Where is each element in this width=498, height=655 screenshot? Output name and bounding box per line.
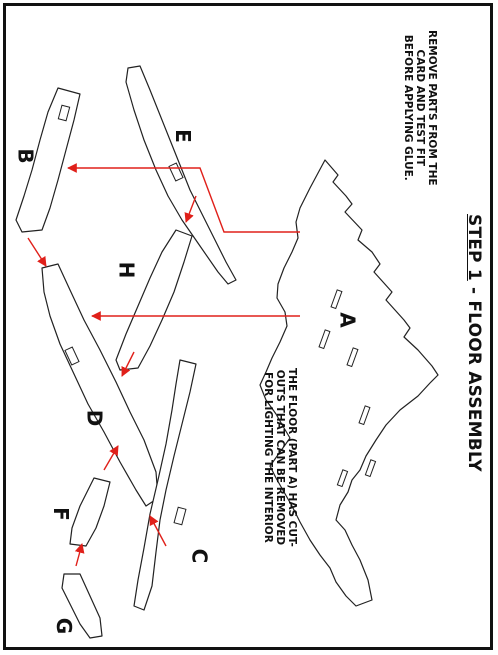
- note-top-line-1: REMOVE PARTS FROM THE: [426, 30, 438, 186]
- label-part-a: A: [335, 312, 360, 328]
- title-step: STEP 1: [464, 214, 484, 281]
- note-top-line-2: CARD AND TEST FIT: [414, 49, 426, 167]
- note-bottom-line-1: THE FLOOR (PART A) HAS CUT-: [286, 368, 298, 547]
- note-bottom-line-3: FOR LIGHTING THE INTERIOR: [262, 372, 274, 543]
- part-h: [115, 229, 193, 371]
- title-rest: - FLOOR ASSEMBLY: [464, 280, 484, 472]
- arrow-a-to-b: [67, 163, 300, 233]
- note-bottom: THE FLOOR (PART A) HAS CUT- OUTS THAT CA…: [262, 368, 298, 547]
- part-b: [15, 87, 81, 233]
- part-c: [133, 359, 197, 611]
- page-title: STEP 1 - FLOOR ASSEMBLY: [464, 214, 484, 472]
- arrow-c-to-d: [149, 515, 167, 547]
- label-part-g: G: [52, 617, 77, 635]
- arrow-b-to-d: [27, 237, 47, 267]
- label-part-d: D: [82, 409, 107, 427]
- label-part-e: E: [170, 129, 195, 143]
- part-d: [41, 263, 159, 507]
- note-top-line-3: BEFORE APPLYING GLUE.: [402, 34, 414, 181]
- label-part-f: F: [48, 507, 73, 521]
- part-a-floor: [259, 159, 439, 607]
- arrow-f-to-d: [103, 445, 119, 471]
- note-top: REMOVE PARTS FROM THE CARD AND TEST FIT …: [402, 30, 438, 186]
- part-g: [61, 573, 103, 639]
- arrow-h-to-d: [121, 351, 135, 377]
- label-part-b: B: [13, 148, 38, 164]
- part-f: [69, 477, 111, 547]
- arrow-e-to-h: [184, 195, 197, 223]
- label-part-c: C: [187, 548, 212, 564]
- arrow-g-to-f: [74, 543, 85, 567]
- page-border: [3, 3, 493, 650]
- note-bottom-line-2: OUTS THAT CAN BE REMOVED: [274, 369, 286, 546]
- label-part-h: H: [114, 261, 139, 279]
